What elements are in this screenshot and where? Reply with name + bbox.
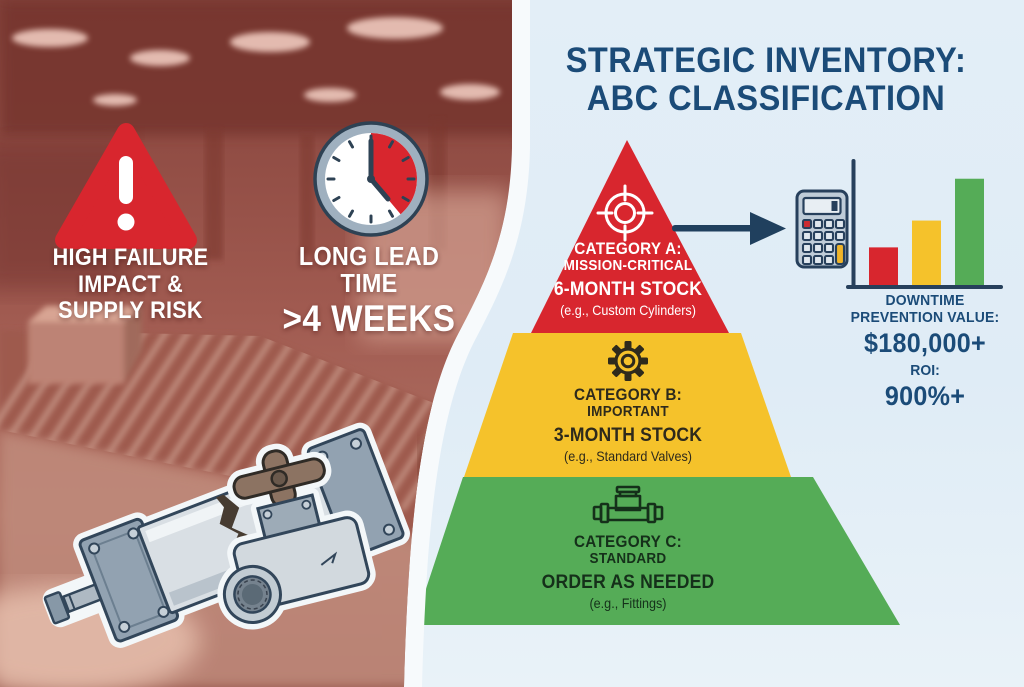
downtime-value: $180,000+ bbox=[864, 328, 986, 358]
risk-line-3: SUPPLY RISK bbox=[58, 297, 203, 324]
chart-bar-2 bbox=[912, 220, 941, 286]
level-b-example: (e.g., Standard Valves) bbox=[564, 447, 692, 464]
pyramid-level-c-text: CATEGORY C: STANDARD ORDER AS NEEDED (e.… bbox=[520, 532, 736, 611]
level-a-example: (e.g., Custom Cylinders) bbox=[560, 301, 696, 318]
title-line-2: ABC CLASSIFICATION bbox=[586, 79, 946, 118]
pyramid-level-c-shape bbox=[414, 477, 900, 625]
chart-bar-1 bbox=[869, 247, 898, 286]
level-c-sublabel: STANDARD bbox=[589, 550, 667, 568]
pyramid-level-b-text: CATEGORY B: IMPORTANT 3-MONTH STOCK (e.g… bbox=[520, 385, 736, 464]
pipe-fitting-icon bbox=[592, 485, 664, 524]
risk-line-1: HIGH FAILURE bbox=[52, 244, 209, 271]
broken-cylinder-and-valve-illustration bbox=[42, 422, 411, 648]
pyramid-level-a-shape bbox=[531, 140, 729, 333]
value-label-line1: DOWNTIME bbox=[885, 292, 965, 309]
pyramid-level-a-text: CATEGORY A: MISSION-CRITICAL 6-MONTH STO… bbox=[520, 239, 736, 318]
roi-value: 900%+ bbox=[884, 381, 966, 412]
gear-icon bbox=[608, 341, 648, 381]
chart-axes bbox=[846, 159, 1003, 289]
pyramid-level-b-shape bbox=[464, 333, 791, 477]
level-a-label: CATEGORY A: bbox=[574, 239, 682, 258]
clock-icon bbox=[313, 121, 429, 237]
value-panel: DOWNTIME PREVENTION VALUE: $180,000+ ROI… bbox=[837, 292, 1014, 412]
risk-line-2: IMPACT & bbox=[78, 270, 183, 298]
ceiling-lights bbox=[12, 17, 500, 106]
cardboard-box bbox=[28, 306, 142, 384]
level-c-example: (e.g., Fittings) bbox=[589, 594, 667, 611]
level-a-stock: 6-MONTH STOCK bbox=[553, 277, 703, 300]
roi-label: ROI: bbox=[910, 361, 940, 379]
arrow-icon bbox=[672, 212, 786, 245]
level-a-sublabel: MISSION-CRITICAL bbox=[563, 257, 693, 275]
value-label-line2: PREVENTION VALUE: bbox=[850, 308, 1000, 326]
lead-time-text: LONG LEAD TIME >4 WEEKS bbox=[269, 241, 469, 339]
target-icon bbox=[596, 184, 654, 242]
warning-triangle-icon bbox=[55, 123, 197, 249]
high-failure-risk-text: HIGH FAILURE IMPACT & SUPPLY RISK bbox=[38, 244, 223, 325]
lead-time-line-2: >4 WEEKS bbox=[282, 297, 456, 339]
page-title: STRATEGIC INVENTORY: ABC CLASSIFICATION bbox=[556, 42, 976, 118]
level-b-label: CATEGORY B: bbox=[573, 385, 683, 404]
level-c-label: CATEGORY C: bbox=[573, 532, 683, 551]
calculator-icon bbox=[795, 189, 849, 269]
level-c-stock: ORDER AS NEEDED bbox=[541, 570, 715, 593]
downtime-value-bar-chart bbox=[846, 159, 1003, 289]
title-line-1: STRATEGIC INVENTORY: bbox=[565, 41, 967, 80]
level-b-sublabel: IMPORTANT bbox=[587, 403, 669, 421]
level-b-stock: 3-MONTH STOCK bbox=[553, 423, 703, 446]
lead-time-line-1: LONG LEAD TIME bbox=[298, 241, 440, 299]
red-tinted-factory-photo bbox=[0, 0, 512, 687]
chart-bar-3 bbox=[955, 178, 984, 286]
